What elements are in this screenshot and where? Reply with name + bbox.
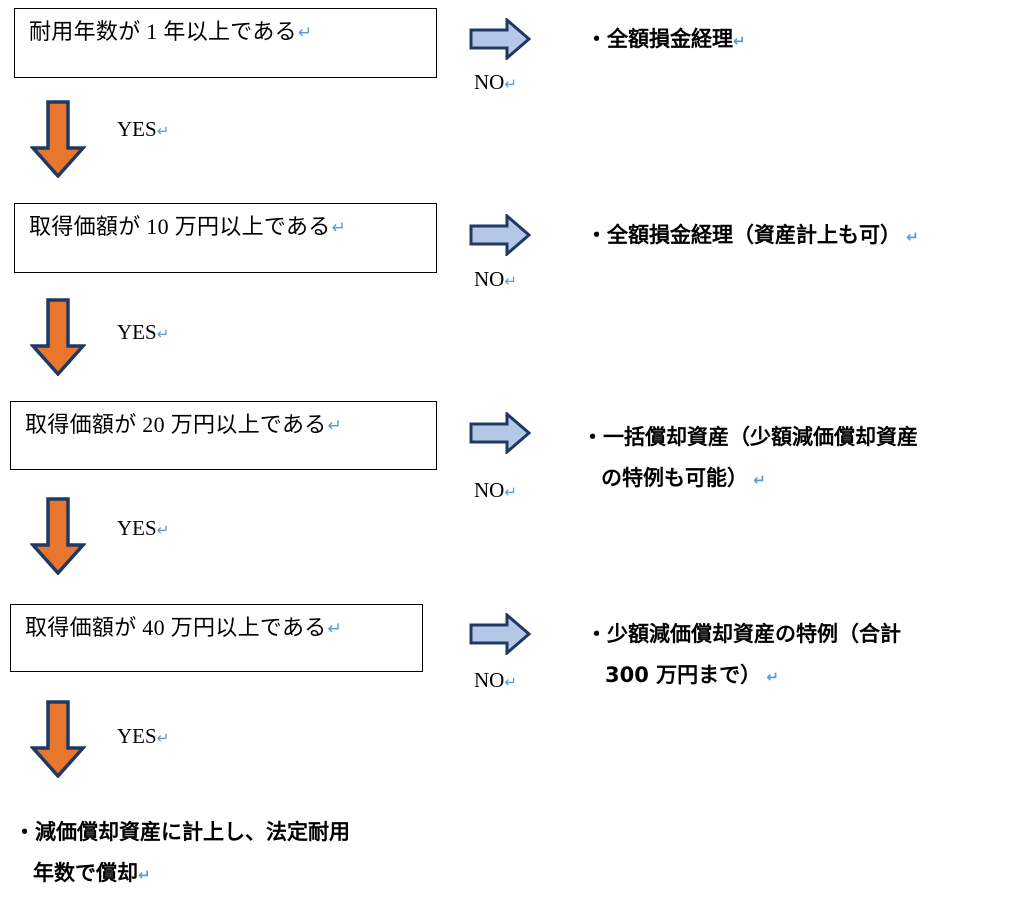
outcome-line: ・全額損金経理↵ [586,27,746,51]
decision-box-step4[interactable]: 取得価額が 40 万円以上である↵ [10,604,423,672]
return-mark-icon: ↵ [901,228,919,246]
return-mark-icon: ↵ [504,673,517,691]
orange-down-arrow-2 [30,298,86,376]
return-mark-icon: ↵ [156,521,170,539]
branch-label-yes-3: YES↵ [117,516,170,540]
branch-label-no-3: NO↵ [474,478,517,502]
return-mark-icon: ↵ [748,471,766,489]
branch-label-no-2: NO↵ [474,267,517,291]
final-outcome: ・減価償却資産に計上し、法定耐用 年数で償却↵ [14,812,350,896]
branch-label-yes-4: YES↵ [117,724,170,748]
final-outcome-line: 年数で償却↵ [33,861,151,885]
return-mark-icon: ↵ [327,619,343,639]
blue-right-arrow-3 [469,412,531,454]
return-mark-icon: ↵ [761,668,779,686]
return-mark-icon: ↵ [297,23,313,43]
branch-label-no-1: NO↵ [474,70,517,94]
outcome-line: ・一括償却資産（少額減価償却資産 [582,425,918,449]
blue-right-arrow-2 [469,214,531,256]
final-outcome-line: ・減価償却資産に計上し、法定耐用 [14,820,350,844]
outcome-step1: ・全額損金経理↵ [586,19,746,62]
return-mark-icon: ↵ [156,122,170,140]
outcome-step4: ・少額減価償却資産の特例（合計 300 万円まで） ↵ [586,614,901,698]
outcome-step3: ・一括償却資産（少額減価償却資産 の特例も可能） ↵ [582,417,918,501]
branch-label-no-4: NO↵ [474,668,517,692]
outcome-line: 300 万円まで） ↵ [605,663,779,687]
decision-box-step2[interactable]: 取得価額が 10 万円以上である↵ [14,203,437,273]
return-mark-icon: ↵ [156,325,170,343]
decision-box-step4-text: 取得価額が 40 万円以上である↵ [25,615,343,640]
outcome-line: ・全額損金経理（資産計上も可） ↵ [586,223,919,247]
return-mark-icon: ↵ [156,729,170,747]
decision-box-step2-text: 取得価額が 10 万円以上である↵ [29,214,347,239]
blue-right-arrow-4 [469,613,531,655]
decision-box-step1-text: 耐用年数が 1 年以上である↵ [29,19,313,44]
return-mark-icon: ↵ [138,866,151,884]
return-mark-icon: ↵ [504,75,517,93]
blue-right-arrow-1 [469,18,531,60]
orange-down-arrow-3 [30,497,86,575]
decision-box-step1[interactable]: 耐用年数が 1 年以上である↵ [14,8,437,78]
orange-down-arrow-4 [30,700,86,778]
branch-label-yes-1: YES↵ [117,117,170,141]
return-mark-icon: ↵ [327,416,343,436]
outcome-line: の特例も可能） ↵ [601,466,766,490]
outcome-step2: ・全額損金経理（資産計上も可） ↵ [586,215,919,258]
outcome-line: ・少額減価償却資産の特例（合計 [586,622,901,646]
return-mark-icon: ↵ [504,272,517,290]
decision-box-step3[interactable]: 取得価額が 20 万円以上である↵ [10,401,437,470]
decision-box-step3-text: 取得価額が 20 万円以上である↵ [25,412,343,437]
return-mark-icon: ↵ [733,32,746,50]
branch-label-yes-2: YES↵ [117,320,170,344]
orange-down-arrow-1 [30,100,86,178]
return-mark-icon: ↵ [331,218,347,238]
return-mark-icon: ↵ [504,483,517,501]
